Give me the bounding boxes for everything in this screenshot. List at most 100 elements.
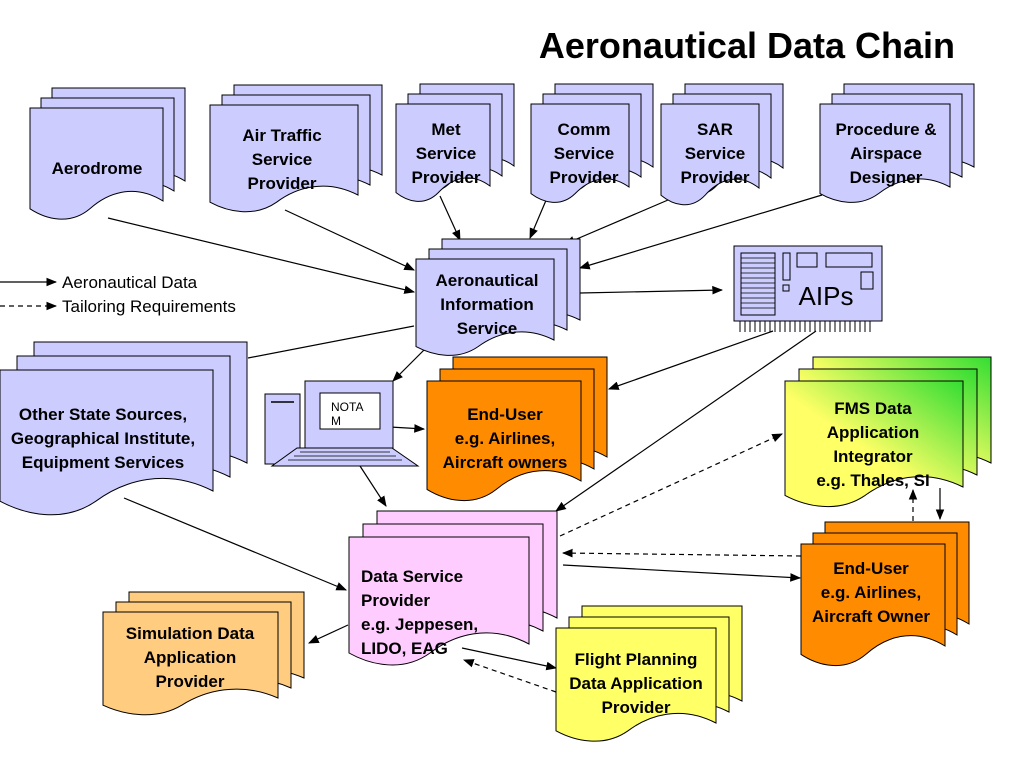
fms-integrator-label: FMS Data bbox=[834, 399, 912, 418]
ats-provider-label: Service bbox=[252, 150, 313, 169]
sar-provider-label: Provider bbox=[681, 168, 750, 187]
arrow-met-to-ais bbox=[439, 195, 461, 241]
ats-provider-label: Provider bbox=[248, 174, 317, 193]
arrow-comm-to-ais bbox=[529, 197, 548, 239]
notam-screen-line2: M bbox=[331, 414, 341, 428]
ais-label: Information bbox=[440, 295, 534, 314]
simulation-provider-label: Provider bbox=[156, 672, 225, 691]
end-user-airlines-label: End-User bbox=[467, 405, 543, 424]
doc-sheet bbox=[800, 543, 946, 667]
arrow-ats-to-ais bbox=[284, 209, 415, 271]
arrow-ais-to-aips bbox=[579, 285, 724, 295]
doc-sheet bbox=[0, 369, 214, 516]
procedure-designer-label: Designer bbox=[850, 168, 923, 187]
fms-integrator-label: e.g. Thales, SI bbox=[816, 471, 929, 490]
arrow-sar-to-ais bbox=[564, 199, 669, 245]
arrow-aips-to-enduser bbox=[607, 330, 774, 390]
doc-sheet bbox=[819, 103, 951, 203]
arrow-ais-to-notam bbox=[392, 349, 425, 382]
end-user-airlines-label: e.g. Airlines, bbox=[455, 429, 555, 448]
doc-sheet bbox=[660, 103, 760, 206]
other-sources-label: Equipment Services bbox=[22, 453, 185, 472]
doc-sheet bbox=[530, 103, 630, 203]
ais-label: Service bbox=[457, 319, 518, 338]
comm-provider-label: Comm bbox=[558, 120, 611, 139]
line-other-to-ais bbox=[247, 325, 415, 359]
flight-planning-provider-label: Provider bbox=[602, 698, 671, 717]
doc-sheet bbox=[102, 611, 279, 716]
other-sources-label: Other State Sources, bbox=[19, 405, 187, 424]
end-user-airlines-label: Aircraft owners bbox=[443, 453, 568, 472]
end-user-owner-label: End-User bbox=[833, 559, 909, 578]
other-sources-doc: Other State Sources, Geographical Institu… bbox=[0, 341, 248, 516]
connectors bbox=[107, 194, 945, 693]
fms-integrator-label: Integrator bbox=[833, 447, 913, 466]
doc-sheet bbox=[395, 103, 491, 202]
aerodrome-doc: Aerodrome bbox=[29, 87, 186, 220]
ais-label: Aeronautical bbox=[436, 271, 539, 290]
simulation-provider-label: Simulation Data bbox=[126, 624, 255, 643]
met-provider-label: Met bbox=[431, 120, 461, 139]
fms-integrator-label: Application bbox=[827, 423, 920, 442]
arrow-other-to-dsp bbox=[123, 497, 347, 591]
data-service-provider-label: e.g. Jeppesen, bbox=[361, 615, 478, 634]
procedure-designer-label: Procedure & bbox=[835, 120, 936, 139]
data-service-provider-label: LIDO, EAG bbox=[361, 639, 448, 658]
flight-planning-provider-label: Data Application bbox=[569, 674, 703, 693]
notam-computer-icon: NOTA M bbox=[264, 380, 420, 467]
data-service-provider-label: Provider bbox=[361, 591, 430, 610]
arrow-dsp-to-enduser-owner bbox=[562, 564, 802, 582]
legend: Aeronautical Data Tailoring Requirements bbox=[0, 273, 236, 316]
arrow-procedure-to-ais bbox=[578, 194, 823, 270]
dashed-enduser-to-dsp bbox=[561, 548, 802, 558]
doc-sheet bbox=[209, 104, 359, 213]
arrow-notam-to-enduser bbox=[389, 424, 426, 433]
simulation-provider-label: Application bbox=[144, 648, 237, 667]
other-sources-label: Geographical Institute, bbox=[11, 429, 195, 448]
doc-sheet bbox=[29, 107, 164, 220]
doc-sheet bbox=[426, 380, 582, 502]
end-user-owner-label: e.g. Airlines, bbox=[821, 583, 921, 602]
arrow-dsp-to-simulation bbox=[308, 624, 349, 644]
flight-planning-provider-label: Flight Planning bbox=[575, 650, 698, 669]
aips-label: AIPs bbox=[799, 281, 854, 311]
doc-sheet bbox=[784, 380, 964, 507]
notam-screen-line1: NOTA bbox=[331, 400, 363, 414]
end-user-owner-doc: End-User e.g. Airlines, Aircraft Owner bbox=[800, 521, 970, 667]
met-provider-label: Service bbox=[416, 144, 477, 163]
arrow-notam-to-dsp bbox=[359, 465, 387, 507]
aerodrome-label: Aerodrome bbox=[52, 159, 143, 178]
doc-sheet bbox=[415, 258, 555, 356]
doc-sheet bbox=[555, 627, 717, 742]
arrow-aerodrome-to-ais bbox=[107, 217, 416, 294]
data-service-provider-label: Data Service bbox=[361, 567, 463, 586]
legend-dashed-label: Tailoring Requirements bbox=[62, 297, 236, 316]
legend-solid-label: Aeronautical Data bbox=[62, 273, 198, 292]
procedure-designer-label: Airspace bbox=[850, 144, 922, 163]
end-user-owner-label: Aircraft Owner bbox=[812, 607, 930, 626]
dashed-dsp-to-fms bbox=[559, 433, 783, 537]
comm-provider-label: Provider bbox=[550, 168, 619, 187]
sar-provider-label: SAR bbox=[697, 120, 733, 139]
sar-provider-label: Service bbox=[685, 144, 746, 163]
doc-sheet bbox=[348, 536, 530, 666]
ats-provider-label: Air Traffic bbox=[242, 126, 321, 145]
comm-provider-label: Service bbox=[554, 144, 615, 163]
dashed-flightplanning-to-dsp bbox=[462, 659, 557, 693]
end-user-airlines-doc: End-User e.g. Airlines, Aircraft owners bbox=[426, 356, 608, 502]
arrow-aips-to-dsp bbox=[555, 330, 817, 512]
page-title: Aeronautical Data Chain bbox=[539, 25, 955, 66]
arrow-dsp-to-flightplanning bbox=[461, 647, 558, 671]
met-provider-label: Provider bbox=[412, 168, 481, 187]
